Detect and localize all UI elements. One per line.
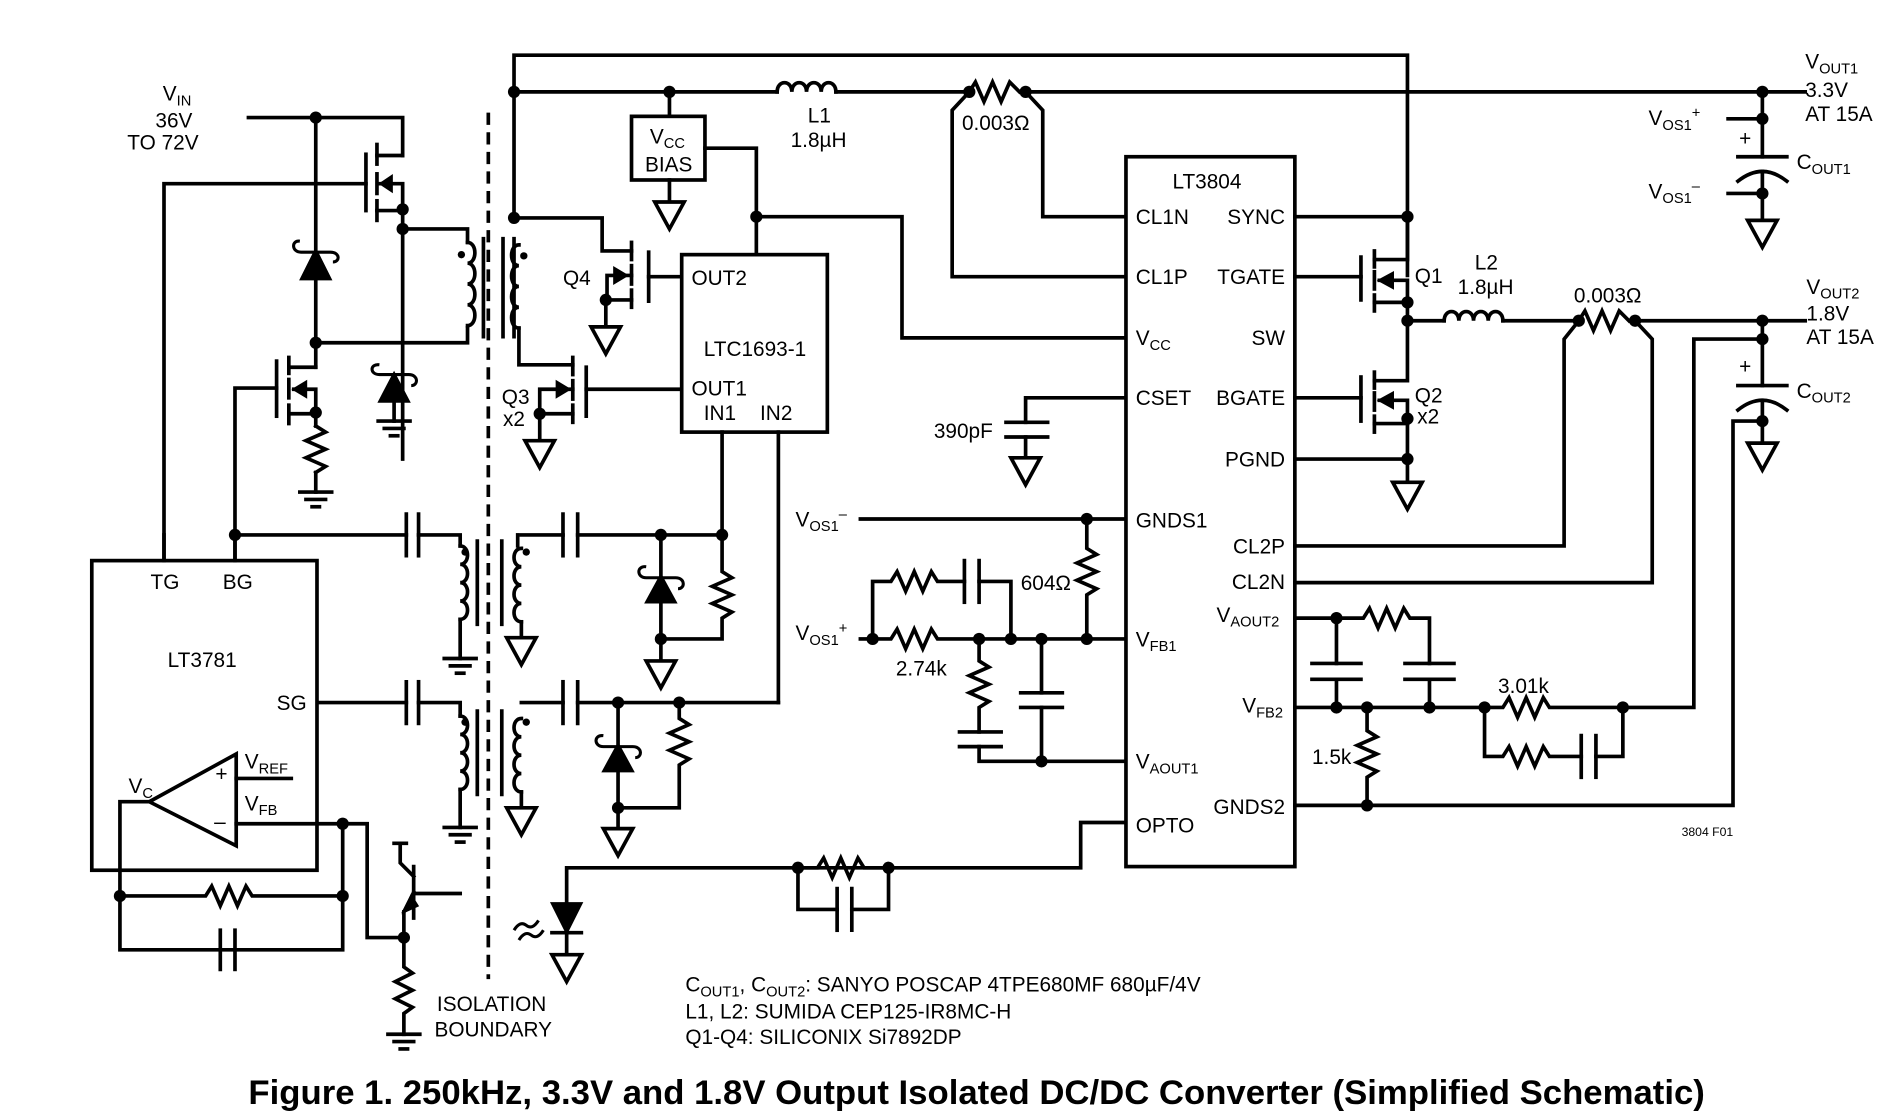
primary-bottom-mosfet — [274, 355, 322, 426]
cout2-label: COUT2 — [1797, 380, 1851, 407]
primary-zener-1 — [292, 239, 340, 281]
q1-label: Q1 — [1415, 265, 1443, 288]
figure-id: 3804 F01 — [1682, 825, 1734, 839]
r15-value: 1.5k — [1312, 746, 1352, 769]
note-cout: COUT1, COUT2: SANYO POSCAP 4TPE680MF 680… — [685, 973, 1200, 1000]
inductor-l1 — [775, 80, 838, 94]
vout2-current: AT 15A — [1806, 326, 1874, 349]
lt3781-pin-tg: TG — [151, 571, 180, 594]
vin-range-2: TO 72V — [127, 131, 198, 154]
l2-value: 1.8µH — [1458, 276, 1514, 299]
primary-zener-2 — [370, 363, 418, 403]
gate-xfmr-2-primary — [458, 714, 470, 792]
ltc1693-pin-out1: OUT1 — [691, 377, 746, 400]
lt3781-name: LT3781 — [168, 649, 237, 672]
lt3781-pin-sg: SG — [277, 692, 307, 715]
vin-range-1: 36V — [155, 109, 192, 132]
isolation-label-1: ISOLATION — [437, 993, 546, 1016]
r301-value: 3.01k — [1498, 675, 1549, 698]
r604-value: 604Ω — [1021, 572, 1071, 595]
vos1-minus-label-right: VOS1– — [1649, 179, 1701, 207]
cset-value: 390pF — [934, 420, 993, 443]
lt3804-ic — [1124, 154, 1297, 869]
lt3804-name: LT3804 — [1172, 171, 1241, 194]
ltc1693-pin-in2: IN2 — [760, 402, 792, 425]
svg-text:CL2P: CL2P — [1233, 535, 1285, 558]
vout2-label: VOUT2 — [1806, 276, 1859, 303]
secondary-winding-main — [509, 243, 521, 330]
lt3781-pin-bg: BG — [223, 571, 253, 594]
cout1-plus: + — [1739, 128, 1751, 151]
vos1-minus-label-left: VOS1– — [796, 507, 848, 535]
r274-value: 2.74k — [896, 658, 947, 681]
ltc1693-ic — [679, 252, 830, 434]
rsense-2 — [1576, 306, 1632, 336]
lt3804-right-pins: SYNC TGATE SW BGATE PGND CL2P CL2N VAOUT… — [1213, 206, 1285, 819]
l2-name: L2 — [1475, 251, 1498, 274]
rsense-1 — [966, 77, 1023, 107]
lt3781-error-amp: + – — [145, 750, 294, 849]
q4-label: Q4 — [563, 267, 591, 290]
vout1-current: AT 15A — [1805, 103, 1873, 126]
ltc1693-pin-out2: OUT2 — [691, 267, 746, 290]
q4-mosfet — [512, 216, 684, 358]
svg-text:BGATE: BGATE — [1216, 387, 1285, 410]
lt3781-vc: VC — [129, 775, 154, 802]
lt3781-ic — [89, 558, 319, 873]
svg-text:–: – — [214, 811, 226, 834]
svg-text:CL2N: CL2N — [1232, 571, 1285, 594]
ltc1693-name: LTC1693-1 — [704, 338, 807, 361]
vos1-plus-label-right: VOS1+ — [1649, 106, 1701, 134]
q2-label: Q2 — [1415, 385, 1443, 408]
vout1-voltage: 3.3V — [1805, 79, 1848, 102]
vout2-voltage: 1.8V — [1806, 303, 1849, 326]
figure-caption: Figure 1. 250kHz, 3.3V and 1.8V Output I… — [248, 1074, 1704, 1112]
primary-winding-main — [465, 240, 477, 328]
vout1-label: VOUT1 — [1805, 51, 1858, 78]
rsense-1-value: 0.003Ω — [962, 112, 1030, 135]
svg-text:CL1N: CL1N — [1136, 206, 1189, 229]
svg-text:GNDS2: GNDS2 — [1213, 796, 1285, 819]
rsense-2-value: 0.003Ω — [1574, 284, 1642, 307]
vcc-bias-label-1: VCC — [650, 125, 685, 152]
inductor-l2 — [1442, 309, 1505, 323]
gate-xfmr-2-secondary — [512, 716, 524, 794]
vcc-bias-label-2: BIAS — [645, 153, 692, 176]
gate-xfmr-1-secondary — [512, 546, 524, 624]
svg-text:PGND: PGND — [1225, 448, 1285, 471]
opto-phototransistor — [392, 841, 463, 940]
svg-text:CL1P: CL1P — [1136, 266, 1188, 289]
note-inductors: L1, L2: SUMIDA CEP125-IR8MC-H — [685, 1000, 1011, 1023]
svg-text:OPTO: OPTO — [1136, 814, 1195, 837]
svg-text:SW: SW — [1252, 327, 1286, 350]
ltc1693-pin-in1: IN1 — [704, 402, 736, 425]
q3-mosfet — [521, 355, 684, 472]
gate-xfmr-1-primary — [458, 544, 470, 622]
q3-mult: x2 — [503, 408, 525, 431]
cout2-plus: + — [1739, 355, 1751, 378]
svg-text:SYNC: SYNC — [1227, 206, 1285, 229]
q3-label: Q3 — [502, 386, 530, 409]
lt3781-vref: VREF — [245, 751, 288, 778]
opto-led — [512, 820, 1128, 986]
cout1-label: COUT1 — [1797, 151, 1851, 178]
lt3781-vfb: VFB — [245, 792, 278, 819]
secondary-zener-1 — [637, 533, 685, 641]
svg-text:CSET: CSET — [1136, 387, 1192, 410]
svg-text:GNDS1: GNDS1 — [1136, 510, 1208, 533]
vin-label: VIN — [163, 82, 192, 109]
q1-mosfet — [1293, 214, 1414, 323]
l1-name: L1 — [808, 104, 831, 127]
vos1-plus-label-left: VOS1+ — [796, 621, 848, 649]
isolation-label-2: BOUNDARY — [434, 1019, 552, 1042]
note-mosfets: Q1-Q4: SILICONIX Si7892DP — [685, 1026, 961, 1049]
l1-value: 1.8µH — [791, 129, 847, 152]
q2-mult: x2 — [1417, 406, 1439, 429]
svg-text:TGATE: TGATE — [1217, 266, 1285, 289]
secondary-zener-2 — [594, 700, 642, 810]
svg-text:+: + — [215, 763, 227, 786]
